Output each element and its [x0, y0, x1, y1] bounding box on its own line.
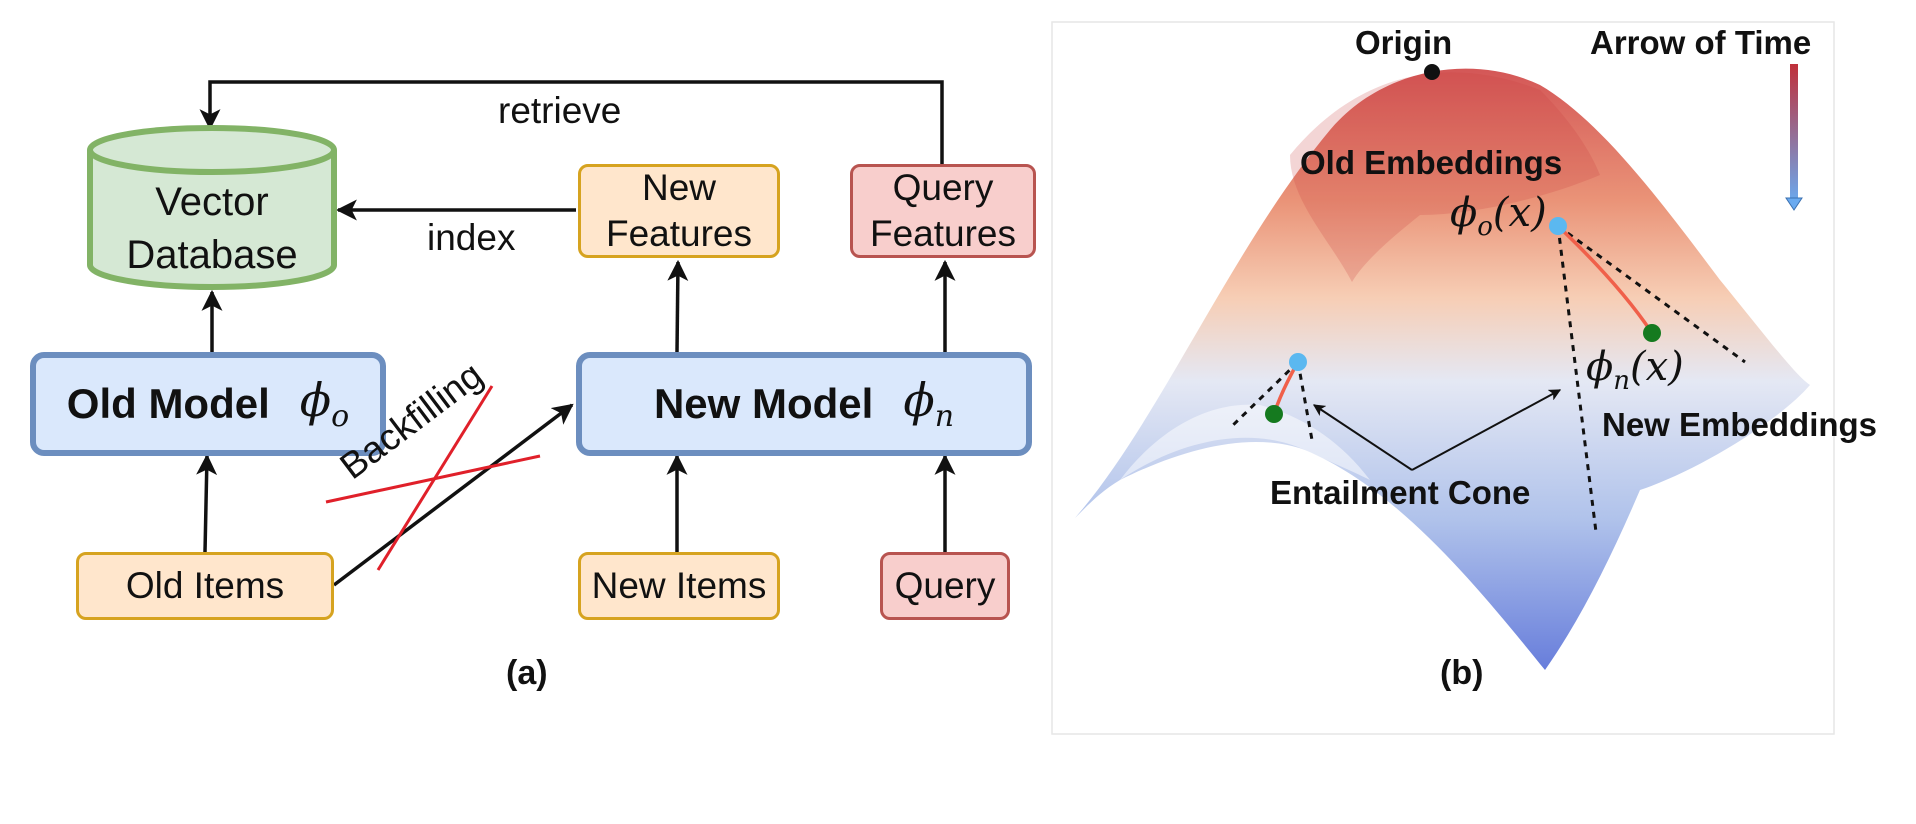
old-embeddings-label: Old Embeddings	[1300, 144, 1563, 181]
cone-pointer-right	[1411, 389, 1562, 471]
old-embeddings-region	[1290, 72, 1600, 282]
query-box: Query	[880, 552, 1010, 620]
arrow-of-time-bar	[1790, 64, 1798, 204]
backfilling-cross-line-2	[376, 385, 494, 571]
arrow-of-time-label: Arrow of Time	[1590, 24, 1812, 61]
index-label: index	[427, 217, 516, 258]
old-embedding-point-left	[1289, 353, 1307, 371]
arrow-of-time-head	[1785, 197, 1803, 211]
right-geodesic	[1556, 224, 1654, 334]
query-label: Query	[894, 565, 996, 606]
surface-fold	[1120, 404, 1370, 480]
query-features-line1: Query	[892, 167, 994, 208]
old-embedding-point-right	[1549, 217, 1567, 235]
panel-b-frame	[1051, 21, 1835, 735]
old-model-symbol: ϕo	[299, 373, 350, 435]
caption-a: (a)	[506, 654, 548, 692]
hyperbolic-surface	[1075, 68, 1810, 670]
query-features-line2: Features	[869, 213, 1016, 254]
right-entailment-cone	[1556, 224, 1746, 533]
vector-database-line2: Database	[126, 233, 298, 277]
cone-pointer-left	[1312, 404, 1413, 471]
new-model-label: New Model	[653, 380, 874, 427]
origin-point	[1424, 64, 1440, 80]
vector-database-top	[87, 125, 337, 175]
new-embedding-point-left	[1265, 405, 1283, 423]
new-items-box: New Items	[578, 552, 780, 620]
new-features-box: New Features	[578, 164, 780, 258]
old-model-box: Old Model ϕo	[30, 352, 386, 456]
retrieve-label: retrieve	[498, 90, 622, 131]
vector-database-label: Vector Database	[92, 176, 332, 282]
phi-o-x-label: ϕo(x)	[1450, 190, 1547, 242]
caption-b: (b)	[1440, 654, 1484, 692]
vector-database-cylinder	[87, 150, 337, 290]
old-model-label: Old Model	[66, 380, 270, 427]
backfilling-arrow	[332, 403, 574, 587]
vector-database-line1: Vector	[155, 180, 269, 224]
query-features-box: Query Features	[850, 164, 1036, 258]
new-embeddings-label: New Embeddings	[1602, 406, 1878, 443]
new-features-line1: New	[641, 167, 716, 208]
new-items-label: New Items	[591, 565, 767, 606]
retrieve-arrow	[199, 80, 944, 166]
old-items-label: Old Items	[125, 565, 285, 606]
new-model-to-features-arrow	[667, 259, 689, 353]
new-model-symbol: ϕn	[903, 373, 955, 435]
new-model-box: New Model ϕn	[576, 352, 1032, 456]
new-embedding-point-right	[1643, 324, 1661, 342]
old-items-box: Old Items	[76, 552, 334, 620]
new-features-line2: Features	[605, 213, 752, 254]
old-items-to-old-model-arrow	[196, 453, 218, 553]
phi-n-x-label: ϕn(x)	[1586, 344, 1684, 396]
left-entailment-cone	[1228, 360, 1314, 441]
entailment-cone-label: Entailment Cone	[1270, 474, 1531, 511]
origin-label: Origin	[1355, 24, 1453, 61]
